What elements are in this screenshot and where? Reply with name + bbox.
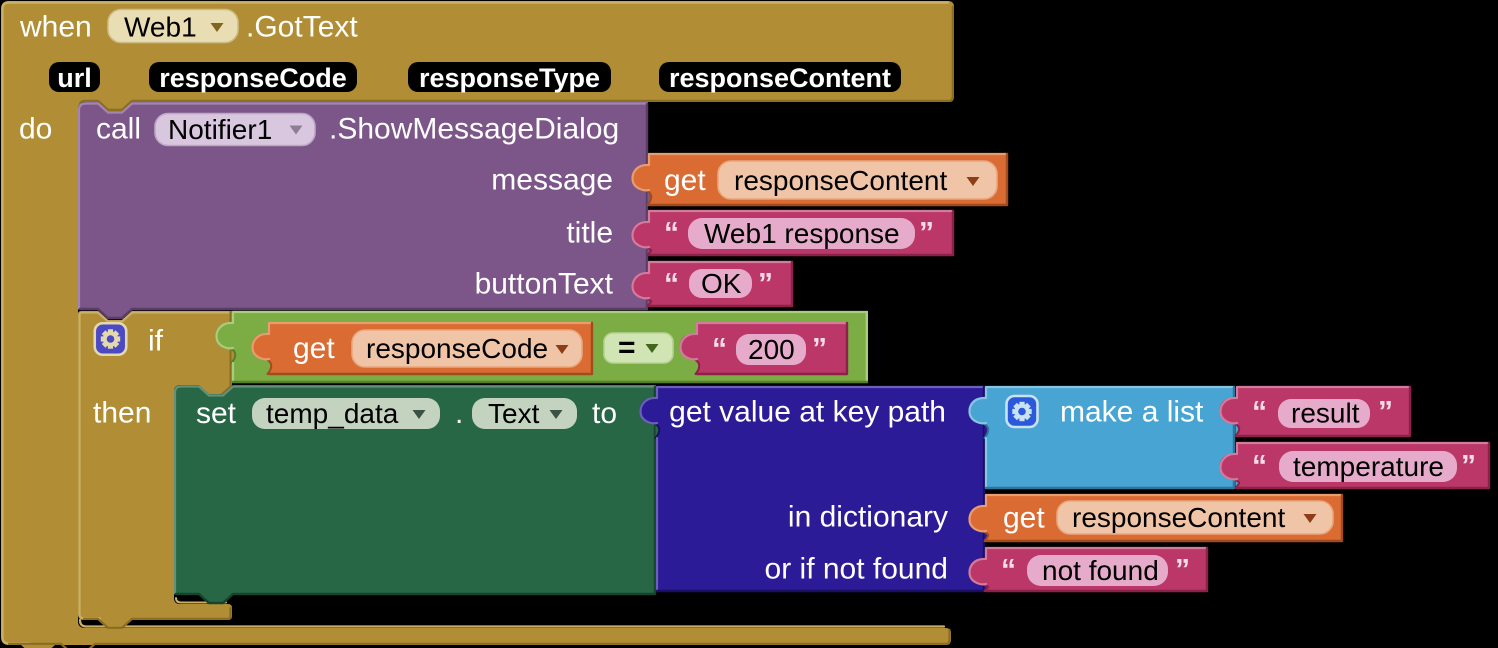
svg-text:message: message [491, 164, 613, 197]
svg-text:”: ” [812, 333, 827, 366]
svg-text:=: = [618, 331, 636, 364]
svg-text:“: “ [664, 217, 679, 250]
svg-text:responseCode: responseCode [366, 333, 548, 364]
svg-text:to: to [592, 397, 617, 430]
svg-text:”: ” [919, 217, 934, 250]
svg-text:responseType: responseType [419, 63, 600, 93]
svg-text:get: get [293, 332, 335, 365]
svg-text:responseContent: responseContent [734, 165, 947, 196]
svg-text:“: “ [1252, 396, 1267, 429]
svg-text:.GotText: .GotText [246, 11, 358, 44]
svg-text:get: get [1003, 502, 1045, 535]
svg-text:get value at key path: get value at key path [669, 396, 946, 429]
svg-text:“: “ [712, 333, 727, 366]
svg-text:“: “ [1001, 554, 1016, 587]
svg-text:title: title [566, 217, 613, 250]
svg-text:“: “ [664, 268, 679, 301]
svg-text:buttonText: buttonText [475, 268, 614, 301]
svg-text:when: when [19, 11, 92, 44]
svg-text:Notifier1: Notifier1 [168, 114, 272, 145]
svg-text:responseCode: responseCode [159, 63, 347, 93]
svg-text:200: 200 [748, 334, 795, 365]
svg-text:do: do [19, 113, 52, 146]
svg-text:responseContent: responseContent [1072, 502, 1285, 533]
svg-text:or if not found: or if not found [765, 553, 948, 586]
svg-text:”: ” [1175, 554, 1190, 587]
svg-text:not found: not found [1042, 555, 1159, 586]
svg-text:.: . [455, 397, 463, 430]
svg-text:then: then [93, 397, 151, 430]
svg-text:in dictionary: in dictionary [788, 501, 948, 534]
svg-text:OK: OK [701, 268, 742, 299]
svg-text:make a list: make a list [1060, 396, 1204, 429]
svg-text:Web1 response: Web1 response [704, 218, 900, 249]
svg-text:”: ” [1378, 396, 1393, 429]
svg-text:”: ” [1461, 450, 1476, 483]
svg-text:call: call [96, 113, 141, 146]
svg-text:Web1: Web1 [124, 12, 197, 43]
svg-text:get: get [664, 164, 706, 197]
svg-text:if: if [148, 325, 164, 358]
svg-text:temperature: temperature [1293, 451, 1444, 482]
svg-text:result: result [1291, 398, 1360, 429]
svg-text:set: set [196, 397, 237, 430]
svg-text:Text: Text [488, 398, 540, 429]
svg-text:”: ” [758, 268, 773, 301]
svg-text:temp_data: temp_data [266, 398, 399, 429]
svg-text:responseContent: responseContent [669, 63, 891, 93]
svg-text:“: “ [1252, 450, 1267, 483]
svg-text:.ShowMessageDialog: .ShowMessageDialog [329, 113, 619, 146]
svg-text:url: url [57, 63, 92, 93]
